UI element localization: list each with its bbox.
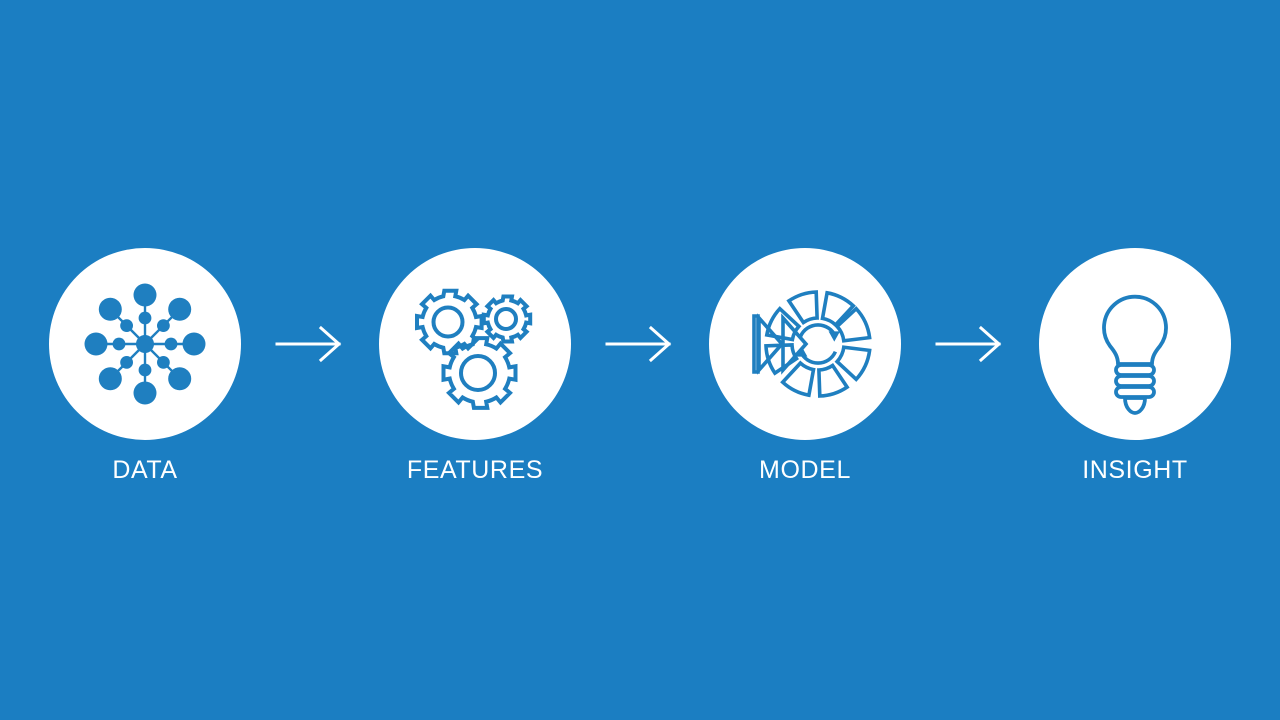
gears-icon (415, 288, 533, 410)
pipeline-connector-3 (911, 248, 1029, 440)
pipeline-connector-1 (251, 248, 369, 440)
lightbulb-icon (1102, 294, 1168, 415)
pipeline-stage-label-insight: INSIGHT (1082, 456, 1188, 484)
pipeline-stage-label-data: DATA (112, 456, 178, 484)
pipeline-stage-features[interactable]: FEATURES (369, 248, 581, 483)
pipeline-stage-label-model: MODEL (759, 456, 851, 484)
pipeline-stage-insight[interactable]: INSIGHT (1029, 248, 1241, 483)
pipeline-connector-2 (581, 248, 699, 440)
pipeline-stage-data[interactable]: DATA (39, 248, 251, 483)
stage-icon-circle-features (379, 248, 571, 440)
stage-icon-circle-model (709, 248, 901, 440)
pipeline-stage-label-features: FEATURES (406, 456, 544, 484)
stage-icon-circle-data (49, 248, 241, 440)
arrow-right-icon (605, 325, 672, 363)
network-hub-icon (84, 283, 206, 405)
arrow-right-icon (275, 325, 342, 363)
pipeline-stage-model[interactable]: MODEL (699, 248, 911, 483)
stage-icon-circle-insight (1039, 248, 1231, 440)
arrow-right-icon (935, 325, 1002, 363)
model-process-icon (752, 290, 872, 398)
pipeline-flow: DATA (0, 248, 1280, 508)
